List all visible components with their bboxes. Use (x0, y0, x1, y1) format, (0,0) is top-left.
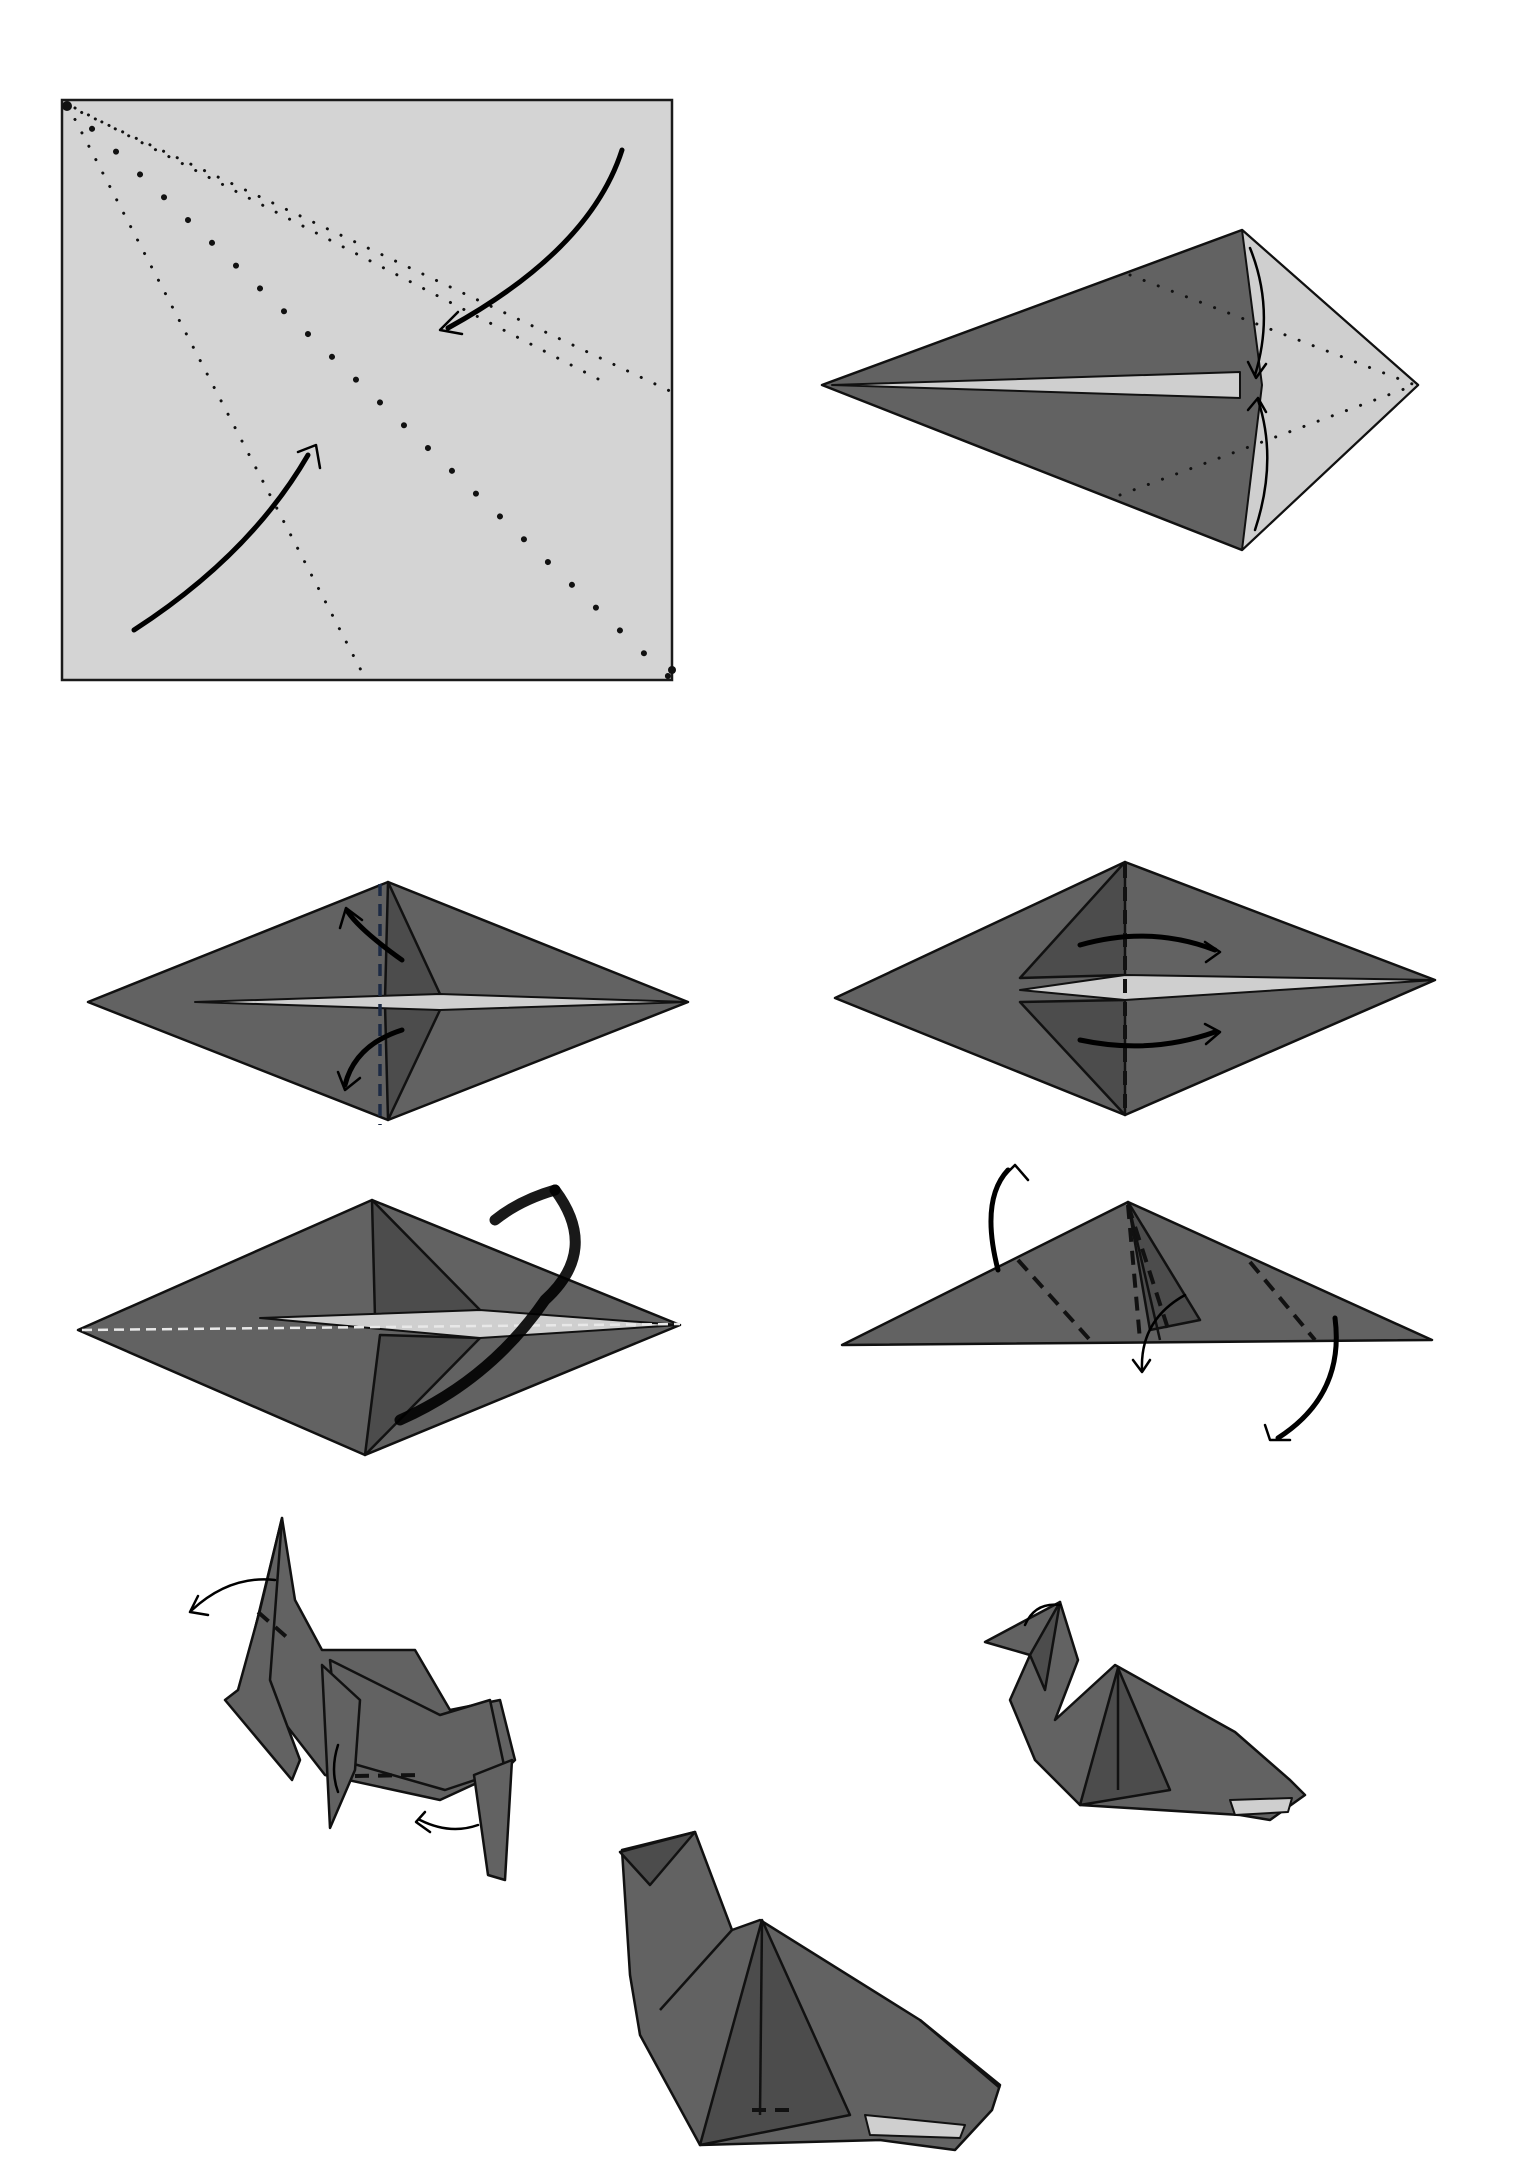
step-8-shaping (983, 1600, 1307, 1822)
step-6-triangle-creases (840, 1163, 1434, 1442)
step-5-valley-fold-half (76, 1184, 682, 1457)
step-1-square-paper (60, 98, 676, 682)
step-7-reverse-folds (188, 1516, 517, 1882)
step-4-diamond-fold-back (833, 860, 1437, 1117)
step-2-kite-base (820, 228, 1420, 552)
step-9-finished-model (618, 1830, 1002, 2152)
step-3-diamond-base (86, 880, 690, 1125)
